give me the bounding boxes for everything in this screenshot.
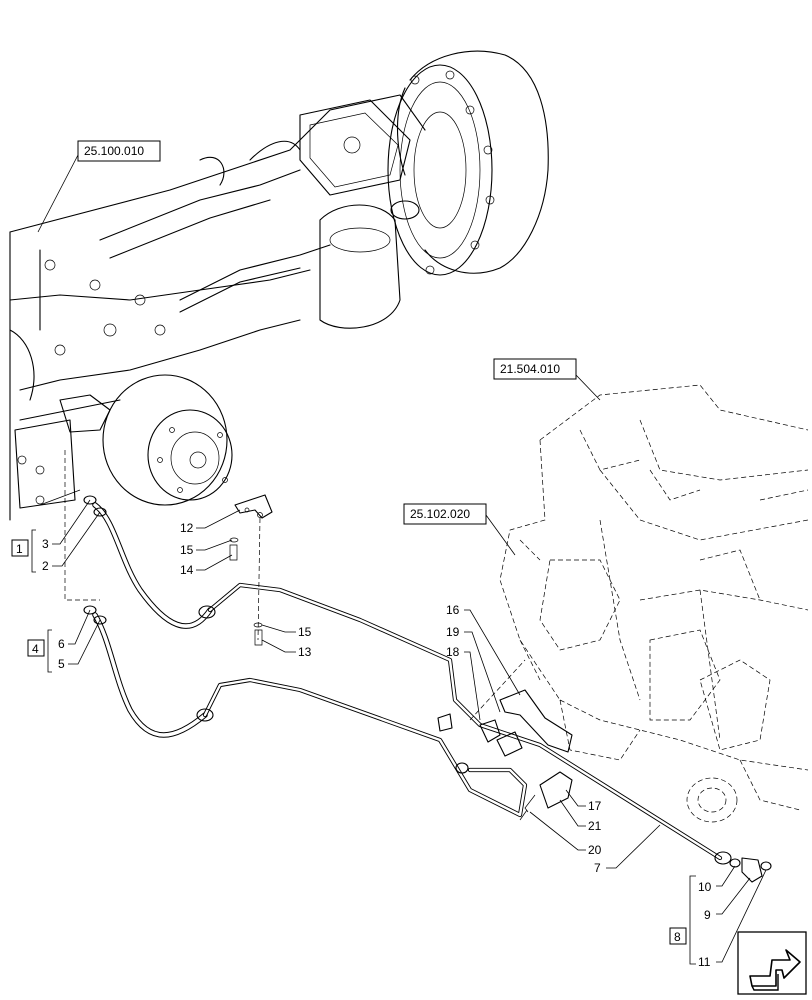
svg-text:11: 11 (698, 955, 711, 969)
callout-16-19-18: 16 19 18 (446, 603, 521, 721)
svg-text:25.100.010: 25.100.010 (84, 144, 144, 158)
callout-17-20-21: 17 21 20 (529, 789, 602, 857)
svg-text:6: 6 (58, 637, 65, 651)
callout-7: 7 (594, 824, 661, 875)
svg-text:17: 17 (588, 799, 602, 813)
svg-text:18: 18 (446, 645, 460, 659)
svg-text:13: 13 (298, 645, 312, 659)
arrow-nav-icon[interactable] (737, 931, 807, 995)
svg-text:15: 15 (298, 625, 312, 639)
svg-text:25.102.020: 25.102.020 (410, 507, 470, 521)
hose-fittings (83, 495, 469, 774)
svg-text:4: 4 (32, 642, 39, 656)
svg-text:21: 21 (588, 819, 602, 833)
fitting-cluster (437, 689, 573, 821)
hose-upper (92, 502, 213, 629)
transmission-housing (499, 384, 809, 823)
svg-text:1: 1 (16, 542, 23, 556)
callout-group-1: 1 3 2 (11, 499, 101, 573)
svg-text:7: 7 (594, 861, 601, 875)
callout-12-14-15: 12 15 14 (180, 509, 241, 577)
pipe-upper (207, 582, 723, 861)
ref-transmission[interactable]: 21.504.010 (493, 358, 601, 401)
svg-text:14: 14 (180, 563, 194, 577)
svg-text:15: 15 (180, 543, 194, 557)
callout-13-15: 15 13 (261, 624, 312, 659)
dashed-guide-left (64, 450, 100, 601)
svg-text:5: 5 (58, 657, 65, 671)
svg-text:19: 19 (446, 625, 460, 639)
svg-text:8: 8 (674, 930, 681, 944)
dashed-guide (469, 659, 526, 721)
svg-text:12: 12 (180, 521, 194, 535)
svg-text:20: 20 (588, 843, 602, 857)
callout-group-8: 8 10 9 11 (669, 865, 767, 969)
ref-axle[interactable]: 25.100.010 (37, 140, 161, 233)
svg-text:3: 3 (42, 537, 49, 551)
svg-text:10: 10 (698, 880, 712, 894)
svg-text:9: 9 (704, 908, 711, 922)
callout-group-4: 4 6 5 (27, 609, 101, 673)
svg-text:21.504.010: 21.504.010 (500, 362, 560, 376)
clamp-bracket (229, 494, 273, 646)
elbow-fitting (714, 851, 772, 883)
svg-text:2: 2 (42, 559, 49, 573)
svg-text:16: 16 (446, 603, 460, 617)
front-axle-assembly (9, 50, 549, 521)
hose-lower (92, 612, 208, 738)
ref-bracket[interactable]: 25.102.020 (403, 503, 516, 556)
pipe-lower (202, 677, 528, 818)
